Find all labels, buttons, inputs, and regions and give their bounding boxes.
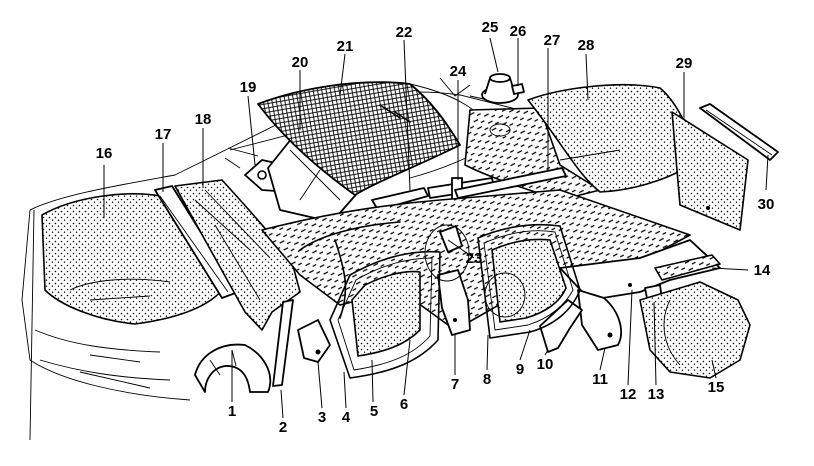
part-fender-liner xyxy=(194,343,272,393)
callout-10: 10 xyxy=(537,356,554,373)
callout-3: 3 xyxy=(318,409,326,426)
callout-25: 25 xyxy=(482,19,499,36)
callout-12: 12 xyxy=(620,386,637,403)
callout-26: 26 xyxy=(510,23,527,40)
part-speaker-clip xyxy=(511,83,525,95)
part-rear-rail xyxy=(454,167,567,199)
callout-1: 1 xyxy=(228,403,236,420)
part-trunk-side-trim xyxy=(671,111,749,231)
callout-18: 18 xyxy=(195,111,212,128)
callout-23: 23 xyxy=(466,250,483,267)
part-hinge-bracket xyxy=(297,319,331,363)
callout-14: 14 xyxy=(754,262,771,279)
callout-22: 22 xyxy=(396,24,413,41)
callout-30: 30 xyxy=(758,196,775,213)
callout-15: 15 xyxy=(708,379,725,396)
callout-27: 27 xyxy=(544,32,561,49)
callout-21: 21 xyxy=(337,38,354,55)
part-quarter-pad xyxy=(577,289,622,351)
callout-16: 16 xyxy=(96,145,113,162)
callout-17: 17 xyxy=(155,126,172,143)
callout-9: 9 xyxy=(516,361,524,378)
callout-7: 7 xyxy=(451,376,459,393)
part-speaker xyxy=(481,73,519,104)
part-b-pillar-trim xyxy=(437,269,471,336)
callout-5: 5 xyxy=(370,403,378,420)
part-a-pillar-strip xyxy=(272,299,294,387)
callout-8: 8 xyxy=(483,371,491,388)
callout-11: 11 xyxy=(592,371,608,388)
callout-labels: 1 2 3 4 5 6 7 8 9 10 11 12 13 14 15 16 1… xyxy=(96,19,775,436)
part-rear-door-seal xyxy=(477,223,581,339)
callout-24: 24 xyxy=(450,63,467,80)
callout-29: 29 xyxy=(676,55,693,72)
callout-13: 13 xyxy=(648,386,665,403)
callout-6: 6 xyxy=(400,396,408,413)
callout-2: 2 xyxy=(279,419,287,436)
part-wheelhouse-insulator xyxy=(639,281,751,379)
callout-20: 20 xyxy=(292,54,309,71)
part-trim-pad xyxy=(654,254,721,281)
part-trunk-sill-strip xyxy=(699,103,779,161)
part-small-bracket xyxy=(539,299,583,353)
leader-lines xyxy=(103,37,769,419)
part-front-door-seal xyxy=(329,250,441,379)
callout-19: 19 xyxy=(240,79,257,96)
callout-4: 4 xyxy=(342,409,351,426)
callout-28: 28 xyxy=(578,37,595,54)
